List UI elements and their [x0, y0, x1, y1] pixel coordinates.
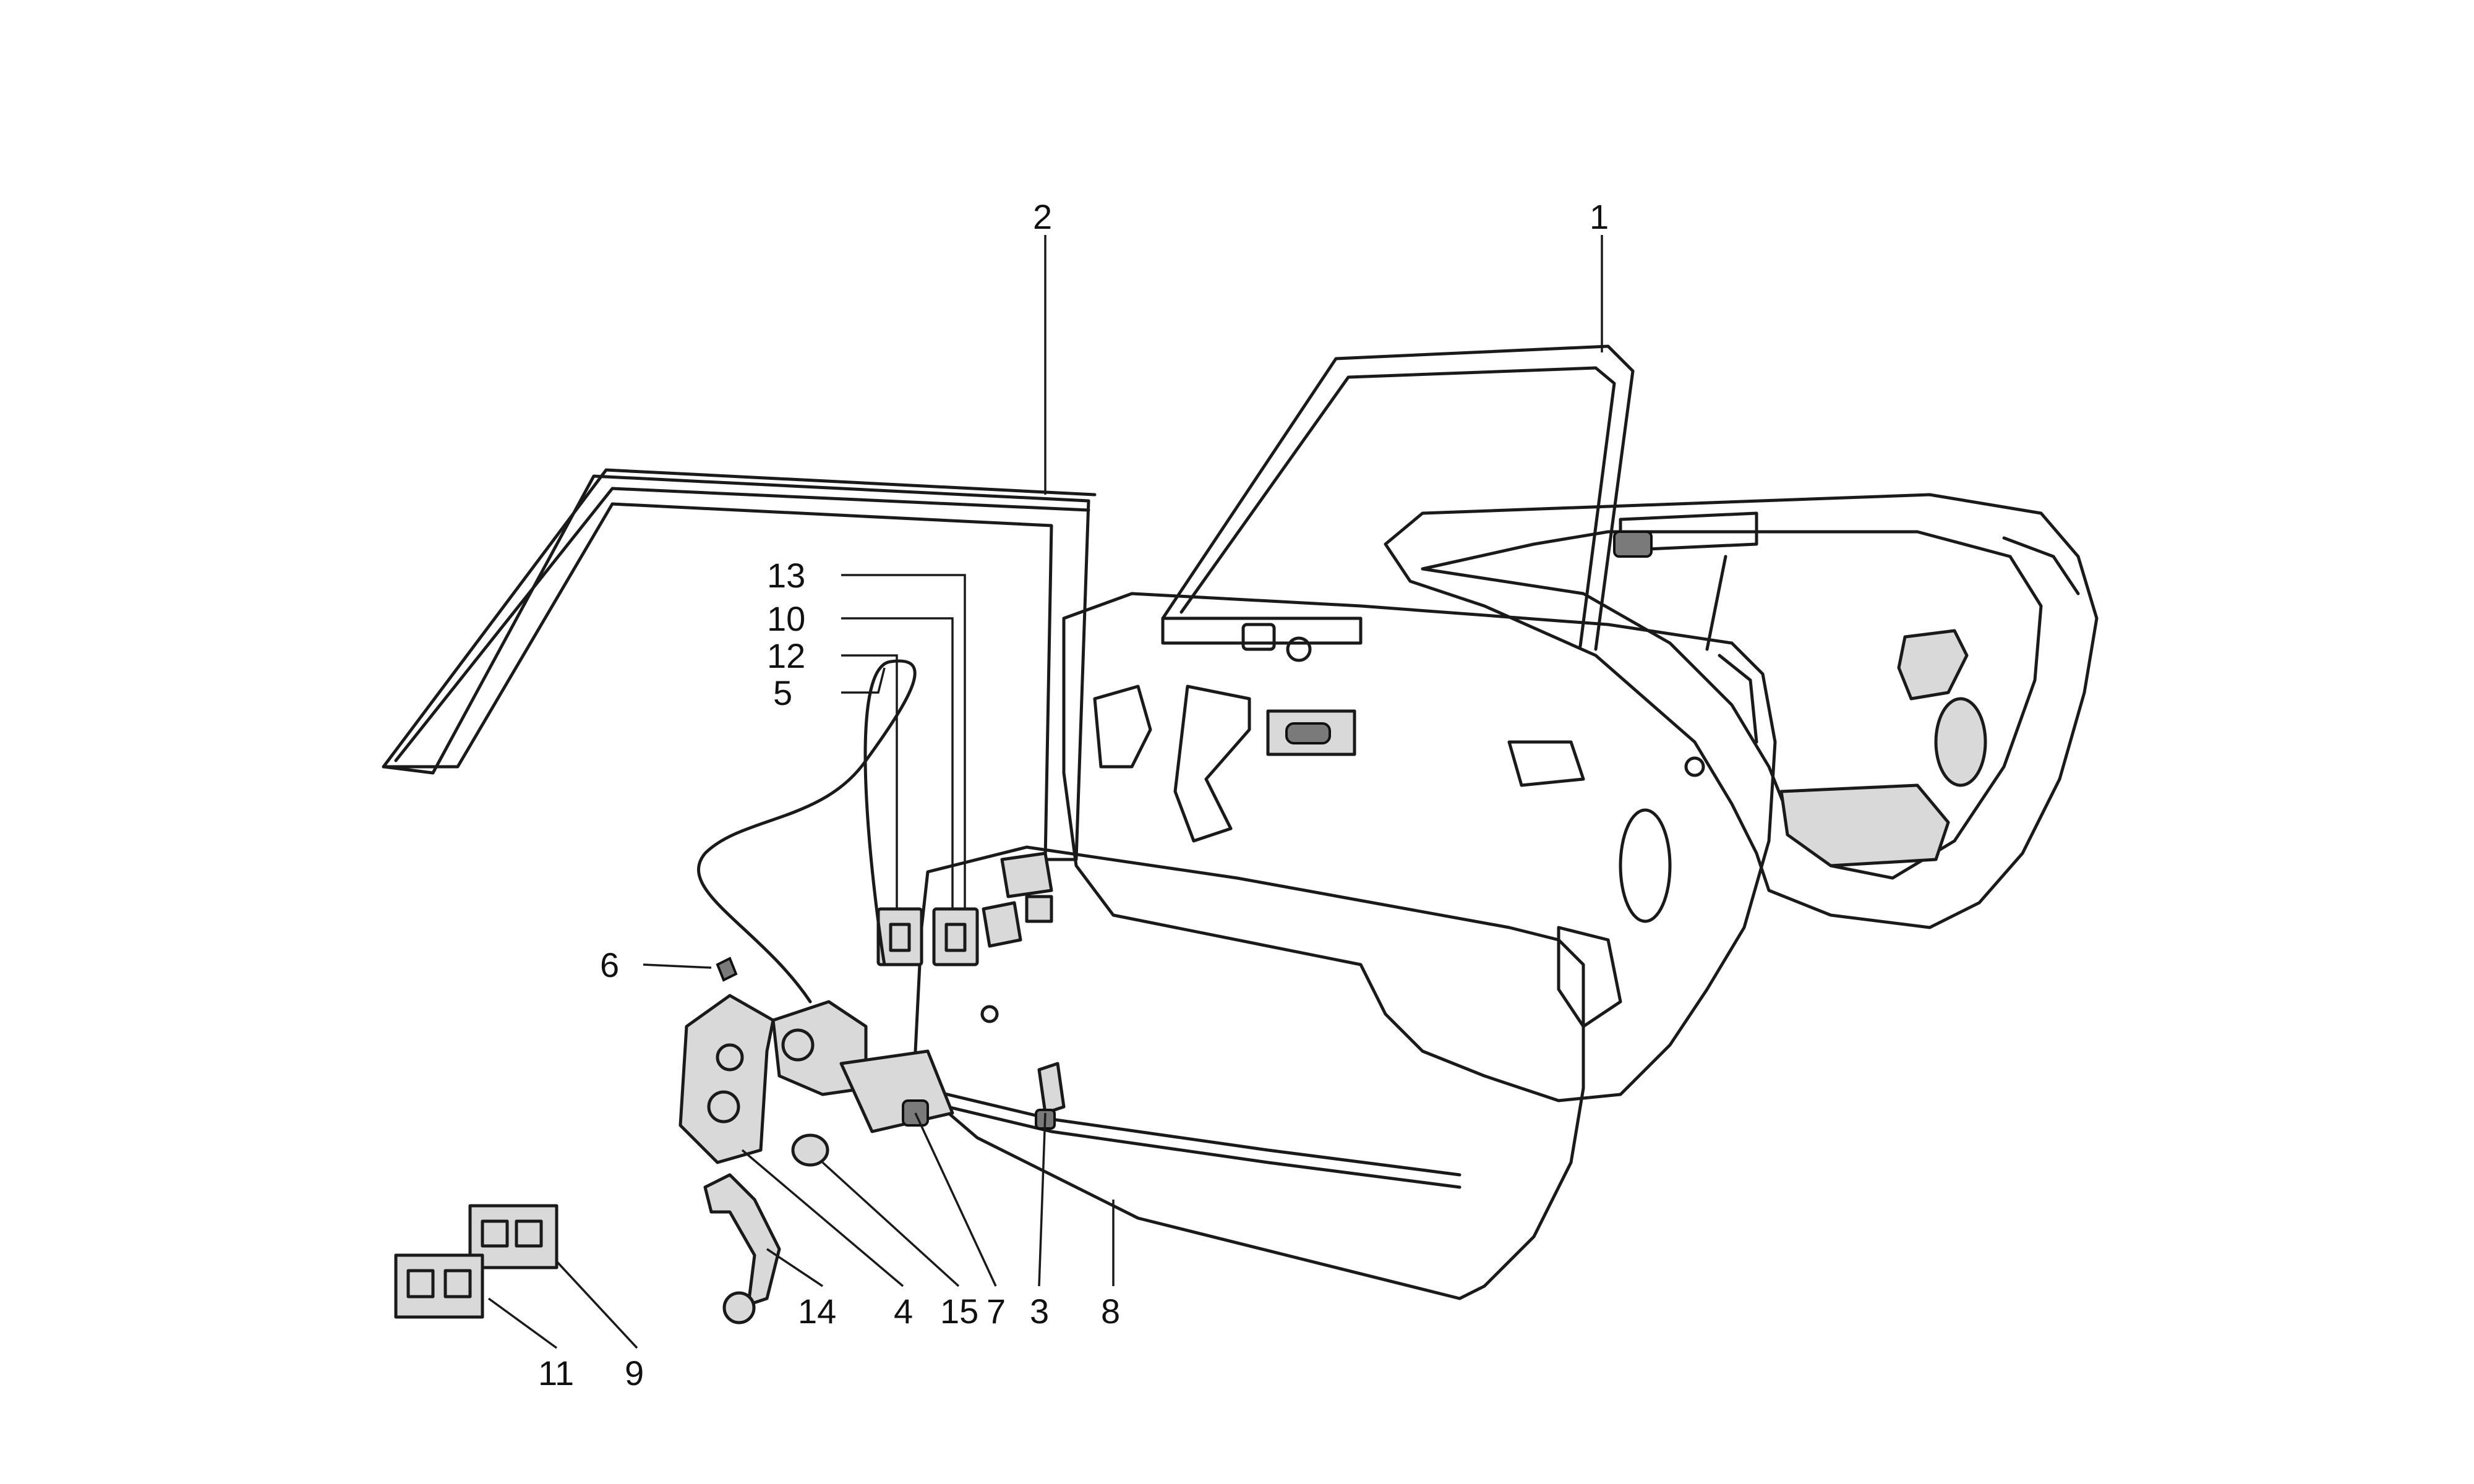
window-switch-group [876, 901, 1022, 966]
callout-7: 7 [987, 1292, 1006, 1331]
callout-6: 6 [600, 945, 619, 984]
callout-1: 1 [1590, 197, 1609, 236]
regulator-cable [696, 659, 917, 1004]
trim-plate-double [468, 1204, 559, 1269]
callout-labels: 1 2 3 4 5 6 7 8 9 10 11 12 13 14 15 [538, 197, 1609, 1392]
grommet [791, 1133, 829, 1167]
callout-4: 4 [894, 1292, 913, 1331]
callout-8: 8 [1101, 1292, 1120, 1331]
trim-plate-switch [394, 1253, 484, 1319]
door-handle [1035, 1062, 1066, 1130]
crank-lever [703, 1173, 781, 1324]
door-shell-inner [1062, 592, 1777, 1102]
callout-14: 14 [798, 1292, 836, 1331]
regulator-motor [771, 1000, 954, 1133]
clip [716, 957, 738, 982]
callout-5: 5 [773, 673, 792, 712]
callout-11: 11 [538, 1354, 574, 1392]
callout-3: 3 [1030, 1292, 1049, 1331]
callout-15: 15 [940, 1292, 978, 1331]
window-channel [382, 468, 1097, 898]
leader-lines [487, 235, 1603, 1349]
regulator-bracket [678, 994, 775, 1164]
door-shell-outer [1384, 493, 2099, 929]
callout-12: 12 [767, 636, 805, 675]
window-frame [1161, 344, 1727, 651]
callout-10: 10 [767, 599, 805, 638]
lock-latch [1613, 531, 1653, 558]
callout-2: 2 [1033, 197, 1052, 236]
callout-9: 9 [625, 1354, 644, 1392]
callout-13: 13 [767, 556, 805, 595]
